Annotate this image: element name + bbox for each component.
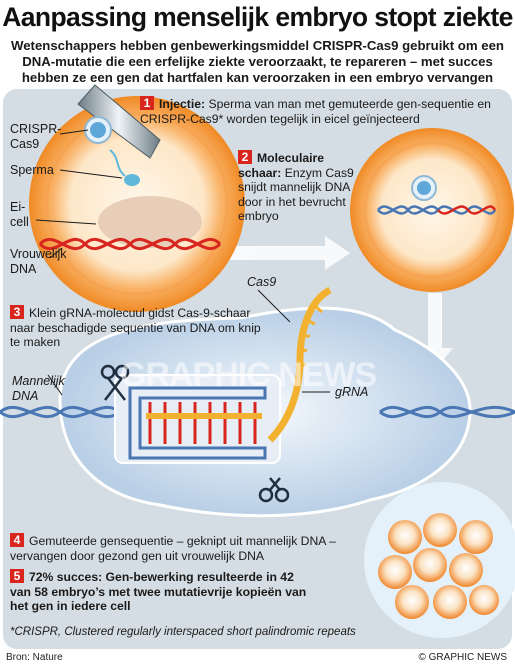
step-number: 3 [10, 305, 24, 319]
step-number: 1 [140, 96, 154, 110]
scissors-icon [100, 364, 130, 401]
female-dna-helix [38, 237, 222, 251]
male-dna-strand [0, 405, 515, 419]
arrow-right-icon [205, 236, 350, 270]
subtitle: Wetenschappers hebben genbewerkingsmidde… [11, 38, 504, 85]
source: Bron: Nature [6, 652, 63, 663]
label-crispr: CRISPR-Cas9 [10, 122, 62, 151]
label-grna: gRNA [335, 385, 369, 399]
grna-strand [267, 286, 332, 443]
step-number: 2 [238, 150, 252, 164]
credit: © GRAPHIC NEWS [418, 652, 508, 663]
step-number: 4 [10, 533, 24, 547]
label-cas9: Cas9 [247, 275, 277, 289]
step-number: 5 [10, 569, 24, 583]
scissors-icon [258, 477, 290, 503]
label-egg-cell: Ei-cell [10, 200, 29, 229]
cell-cross-section [0, 286, 515, 518]
page-title: Aanpassing menselijk embryo stopt ziekte [2, 2, 513, 32]
egg-cell-illustration [29, 84, 245, 312]
label-sperm: Sperma [10, 163, 54, 177]
fertilized-egg-illustration [350, 128, 514, 292]
watermark: GRAPHIC NEWS [120, 356, 377, 394]
footnote: *CRISPR, Clustered regularly interspaced… [10, 626, 356, 638]
embryo-cluster [364, 482, 515, 638]
